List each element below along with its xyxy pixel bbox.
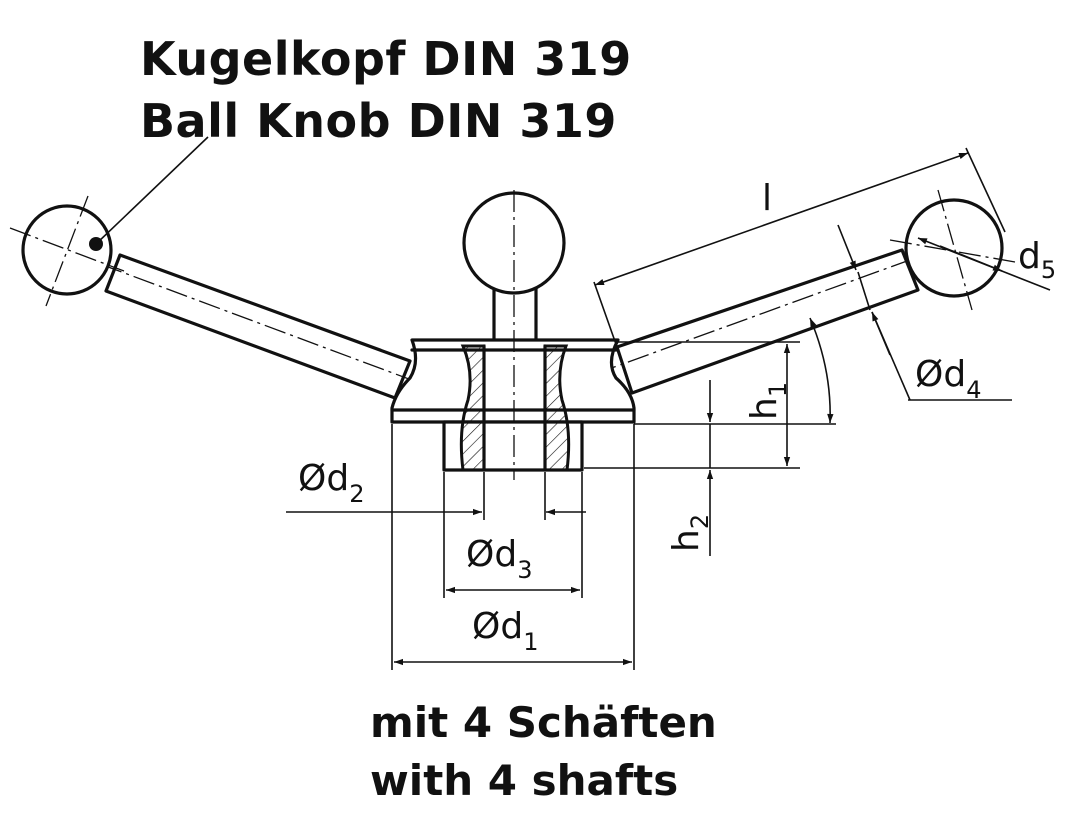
dim-label-h2: h2 bbox=[666, 514, 714, 552]
callout-leader-line bbox=[95, 136, 209, 245]
dim-d2: Ød2 bbox=[286, 458, 586, 516]
dim-d4: Ød4 bbox=[837, 224, 1012, 404]
angle-arc bbox=[809, 317, 834, 424]
dim-d3: Ød3 bbox=[443, 472, 583, 598]
dim-label-h1: h1 bbox=[744, 382, 792, 420]
dim-label-d1: Ød1 bbox=[472, 606, 538, 656]
hub-section-view bbox=[390, 190, 636, 480]
dim-label-d3: Ød3 bbox=[466, 534, 532, 584]
dim-label-l: l bbox=[762, 178, 772, 219]
dim-d5: d5 bbox=[917, 236, 1056, 291]
dim-h1: h1 bbox=[584, 341, 836, 469]
footer-note-german: mit 4 Schäften bbox=[370, 698, 717, 747]
left-arm bbox=[67, 251, 426, 400]
right-section-hatch bbox=[543, 344, 571, 472]
footer-note-english: with 4 shafts bbox=[370, 756, 679, 805]
dim-d1: Ød1 bbox=[391, 424, 635, 670]
dim-label-d5: d5 bbox=[1018, 236, 1056, 284]
dim-label-d4: Ød4 bbox=[915, 354, 981, 404]
callout-title-english: Ball Knob DIN 319 bbox=[140, 94, 617, 148]
callout-title-german: Kugelkopf DIN 319 bbox=[140, 32, 632, 86]
dim-label-d2: Ød2 bbox=[298, 458, 364, 508]
left-ball-knob bbox=[9, 195, 125, 307]
dim-l: l bbox=[593, 147, 1006, 348]
left-section-hatch bbox=[459, 344, 486, 472]
dim-h2: h2 bbox=[666, 380, 714, 556]
